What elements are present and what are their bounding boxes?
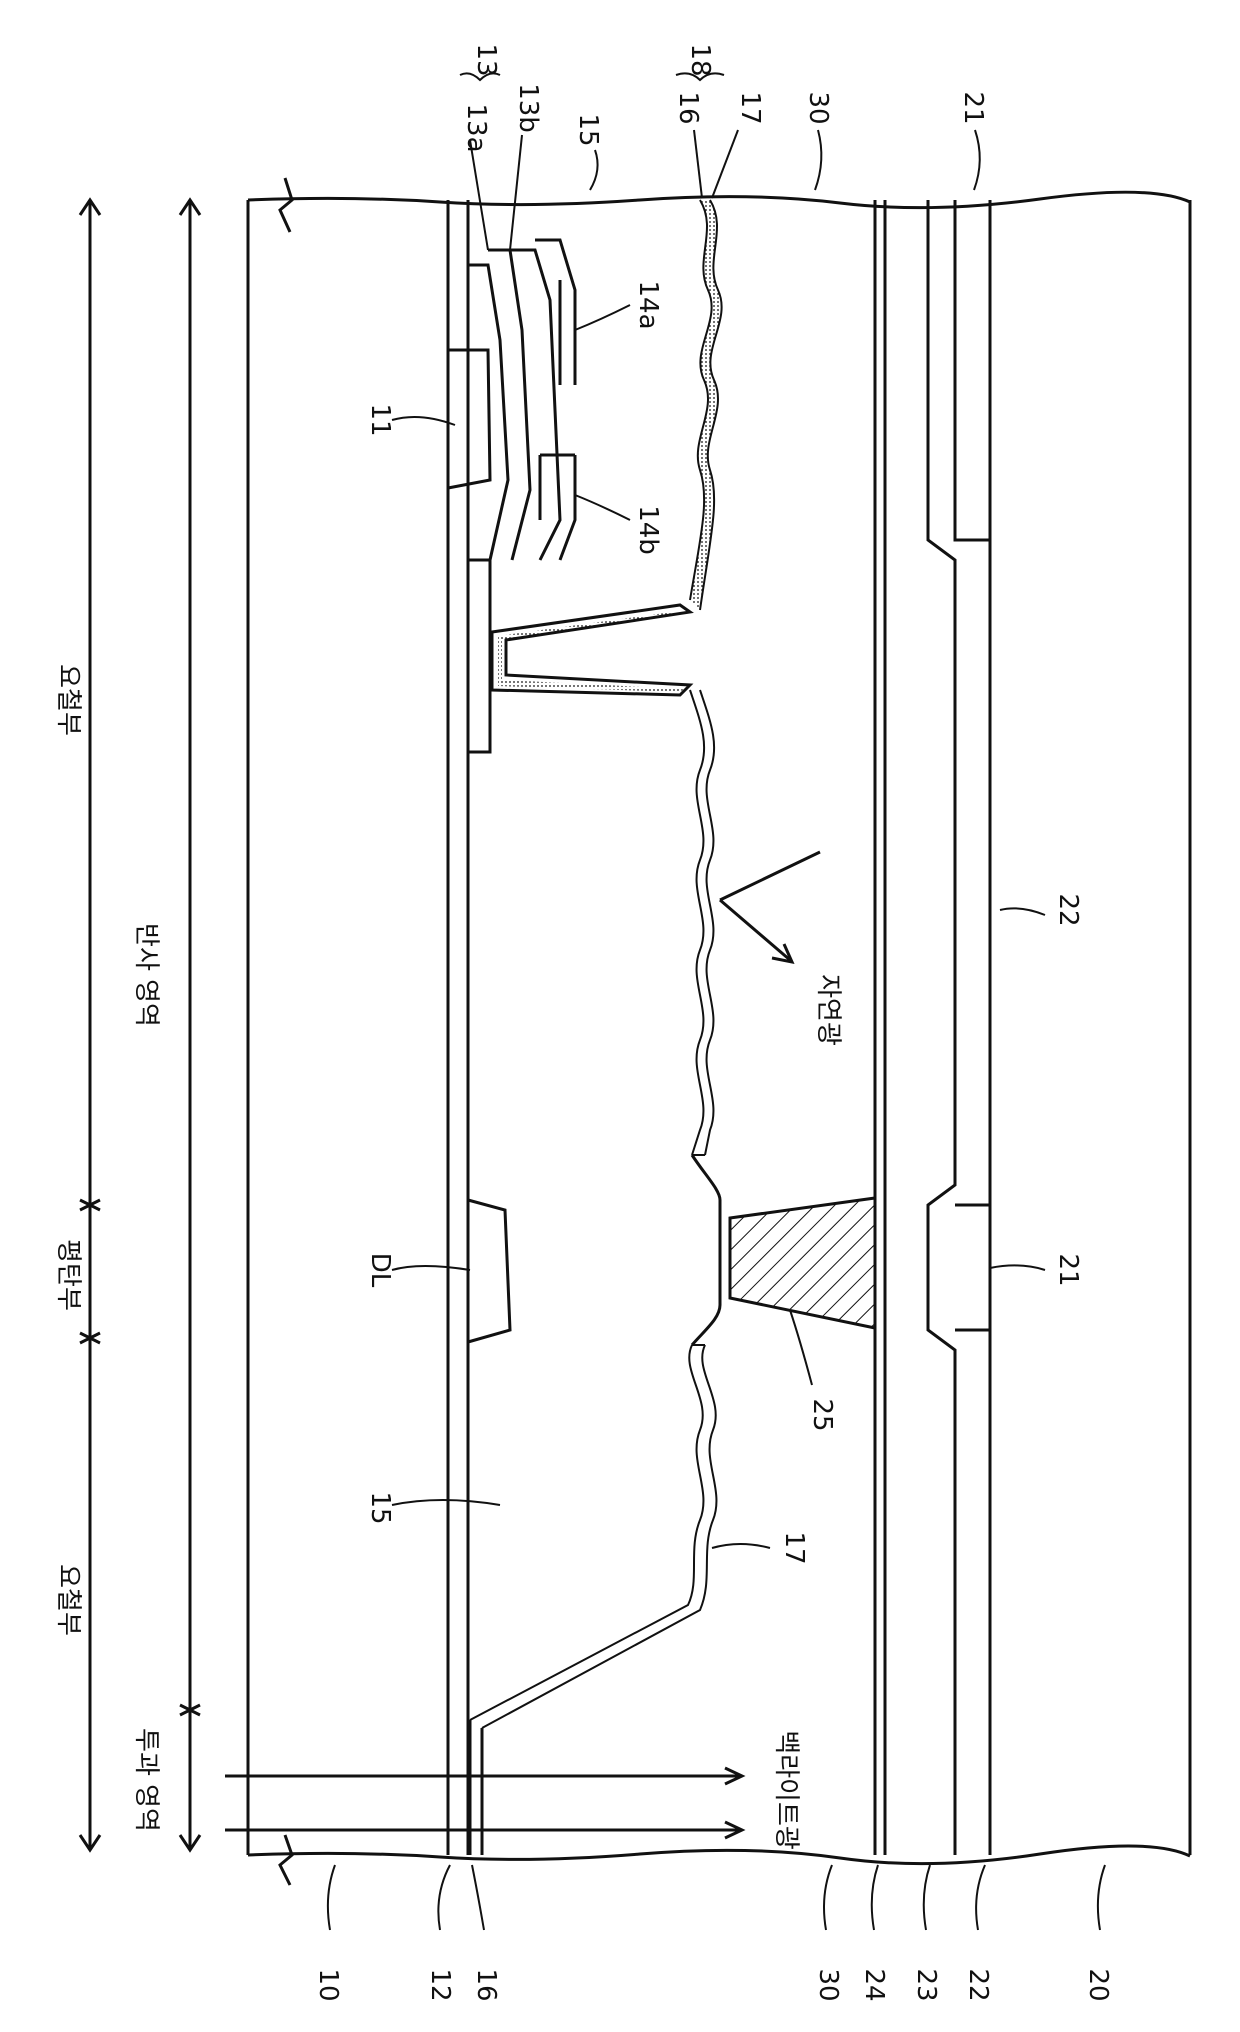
backlight-label: 백라이트광 (771, 1730, 801, 1850)
layer-24 (875, 200, 885, 1855)
region-label-concave-top: 요철부 (53, 664, 83, 736)
ref-20: 20 (1083, 1968, 1113, 2001)
ref-23: 23 (911, 1968, 941, 2001)
ref-22-bottom: 22 (963, 1968, 993, 2001)
region-label-flat: 평탄부 (53, 1239, 83, 1311)
break-mark-bottom (280, 1835, 292, 1885)
ref-13a: 13a (461, 103, 491, 152)
ref-13: 13 (471, 43, 501, 76)
ref-17-mid: 17 (779, 1531, 809, 1564)
drain-electrode (468, 560, 490, 752)
break-mark-top (280, 178, 292, 232)
ref-22-mid: 22 (1053, 893, 1083, 926)
reflector-lower (470, 1345, 716, 1728)
ref-dl: DL (365, 1253, 395, 1288)
layer-12 (448, 200, 468, 1855)
ref-25: 25 (807, 1398, 837, 1431)
ambient-light-arrows (720, 852, 820, 962)
spacer-25 (730, 1198, 875, 1328)
ref-21-top: 21 (958, 91, 988, 124)
ref-16-top: 16 (673, 91, 703, 124)
ref-24: 24 (859, 1968, 889, 2001)
ref-11: 11 (365, 403, 395, 436)
ref-13b: 13b (513, 83, 543, 133)
ambient-light-label: 자연광 (813, 974, 843, 1046)
ref-14a: 14a (633, 280, 663, 329)
ref-18: 18 (685, 43, 715, 76)
ref-15-mid: 15 (365, 1491, 395, 1524)
black-matrix-21 (955, 200, 990, 1330)
region-label-concave-bottom: 요철부 (53, 1564, 83, 1636)
data-line-DL (468, 1200, 510, 1342)
leader-lines (328, 73, 1105, 1930)
ref-16-bottom: 16 (471, 1968, 501, 2001)
ref-10: 10 (313, 1968, 343, 2001)
ref-30-top: 30 (803, 91, 833, 124)
ref-14b: 14b (633, 505, 663, 555)
ref-12: 12 (425, 1968, 455, 2001)
ref-21-mid: 21 (1053, 1253, 1083, 1286)
region-label-transmissive: 투과 영역 (131, 1728, 161, 1832)
semiconductor-13 (468, 250, 560, 560)
reflector-upper (690, 200, 722, 1155)
region-label-reflective: 반사 영역 (131, 923, 161, 1027)
ref-30-bottom: 30 (813, 1968, 843, 2001)
layer-23 (928, 200, 955, 1855)
flat-region-bump (692, 1155, 720, 1345)
ref-15-top: 15 (573, 113, 603, 146)
ref-17-top: 17 (735, 91, 765, 124)
